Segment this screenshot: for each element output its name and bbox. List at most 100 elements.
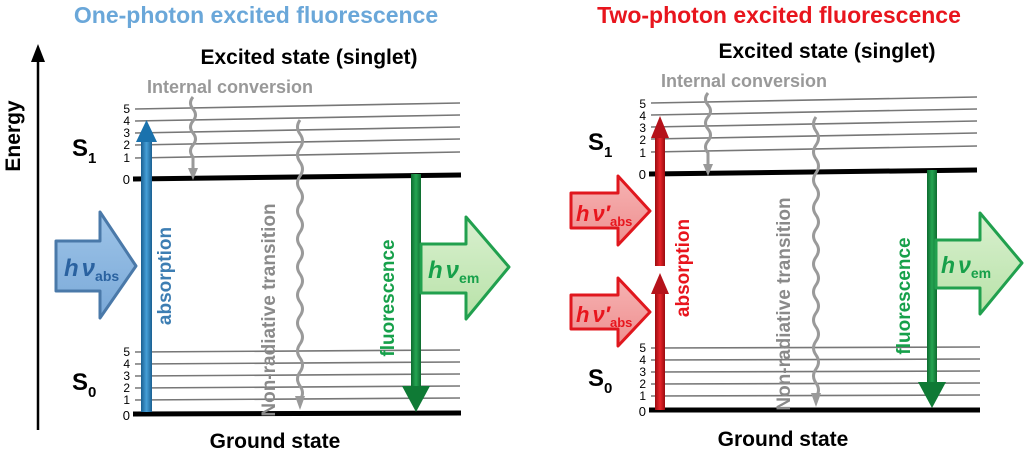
level-number: 2: [123, 138, 130, 152]
internal-conversion-label: Internal conversion: [661, 71, 827, 91]
level-number: 0: [123, 172, 130, 187]
non-radiative-arrow: [811, 116, 821, 407]
level-number: 4: [123, 114, 130, 128]
level-number: 3: [639, 121, 646, 135]
s1-label: S1: [72, 135, 96, 167]
absorption-label: absorption: [155, 227, 176, 325]
fluorescence-label: fluorescence: [378, 239, 399, 356]
absorption-arrow-shaft: [655, 292, 665, 410]
level-number: 2: [123, 381, 130, 395]
photon-arrow-shape: [54, 210, 138, 320]
s1-ground-vibrational-level: [132, 172, 462, 182]
level-line: [134, 102, 461, 110]
level-number: 3: [123, 369, 130, 383]
level-line: [650, 108, 978, 116]
photon-arrow-shape: [569, 276, 652, 348]
wavy-arrowhead: [295, 396, 305, 410]
wavy-arrowhead: [703, 164, 713, 176]
level-line: [650, 132, 978, 140]
wavy-arrowhead: [188, 168, 198, 180]
energy-axis-label: Energy: [2, 100, 25, 172]
ground-state-label: Ground state: [210, 430, 341, 452]
ground-state-label: Ground state: [718, 428, 849, 451]
absorption-label: absorption: [673, 219, 694, 317]
excited-state-label: Excited state (singlet): [200, 46, 417, 69]
absorption-arrow-shaft: [141, 140, 152, 412]
absorption-arrowhead: [136, 120, 157, 142]
fluorescence-arrow-shaft: [411, 174, 421, 390]
absorption-arrow: [136, 120, 157, 412]
level-number: 0: [639, 404, 646, 419]
level-number: 2: [639, 133, 646, 147]
level-number: 3: [123, 126, 130, 140]
fluorescence-label: fluorescence: [894, 237, 915, 354]
photon-arrow-shape: [934, 211, 1024, 316]
energy-axis: Energy: [2, 44, 45, 430]
non-radiative-label: Non-radiative transition: [774, 197, 795, 410]
level-number: 1: [639, 146, 646, 160]
level-number: 5: [639, 341, 646, 355]
s0-level-numbers: 0 1 2 3 4 5: [639, 341, 647, 419]
energy-axis-arrowhead: [31, 44, 45, 62]
fluorescence-arrow: [402, 174, 430, 412]
absorption-arrow-lower: [651, 273, 669, 410]
level-number: 0: [123, 408, 130, 423]
s1-vibrational-levels: [134, 102, 461, 159]
fluorescence-arrowhead: [918, 382, 946, 408]
level-number: 2: [639, 377, 646, 391]
level-number: 4: [639, 353, 646, 367]
s1-label: S1: [588, 129, 612, 161]
panel-title: One-photon excited fluorescence: [74, 2, 438, 28]
s1-level-numbers: 0 1 2 3 4 5: [639, 97, 647, 182]
panel-two-photon: Two-photon excited fluorescence Excited …: [569, 2, 1024, 451]
panel-one-photon: One-photon excited fluorescence Excited …: [54, 2, 511, 453]
s0-label: S0: [588, 365, 612, 397]
level-line: [650, 346, 981, 349]
absorption-arrow-shaft: [655, 136, 665, 266]
panel-title: Two-photon excited fluorescence: [597, 2, 961, 28]
level-line: [650, 358, 981, 361]
level-number: 5: [123, 102, 130, 116]
wavy-line: [189, 96, 197, 170]
non-radiative-label: Non-radiative transition: [259, 203, 280, 416]
level-line: [650, 96, 978, 104]
level-number: 5: [639, 97, 646, 111]
internal-conversion-label: Internal conversion: [147, 77, 313, 97]
s0-level-numbers: 0 1 2 3 4 5: [123, 345, 131, 423]
absorption-arrow-upper: [651, 116, 669, 266]
level-number: 1: [123, 151, 130, 165]
wavy-arrowhead: [811, 393, 821, 407]
fluorescence-arrowhead: [402, 386, 430, 412]
level-number: 1: [123, 393, 130, 407]
level-number: 5: [123, 345, 130, 359]
level-line: [134, 114, 461, 122]
level-line: [134, 138, 461, 146]
level-number: 1: [639, 389, 646, 403]
excited-state-label: Excited state (singlet): [718, 40, 935, 63]
level-number: 4: [123, 357, 130, 371]
absorption-arrowhead: [651, 116, 669, 138]
photon-arrow-shape: [419, 215, 511, 321]
photon-arrow-shape: [569, 174, 652, 247]
s1-ground-vibrational-level: [648, 167, 978, 177]
absorption-arrowhead: [651, 273, 669, 294]
internal-conversion-arrow: [188, 96, 198, 180]
level-number: 0: [639, 167, 646, 182]
s1-level-numbers: 0 1 2 3 4 5: [123, 102, 131, 187]
level-line: [134, 361, 461, 365]
s0-ground-vibrational-level: [132, 410, 462, 417]
fluorescence-arrow: [918, 170, 946, 408]
internal-conversion-arrow: [703, 92, 713, 176]
s0-label: S0: [72, 369, 96, 401]
